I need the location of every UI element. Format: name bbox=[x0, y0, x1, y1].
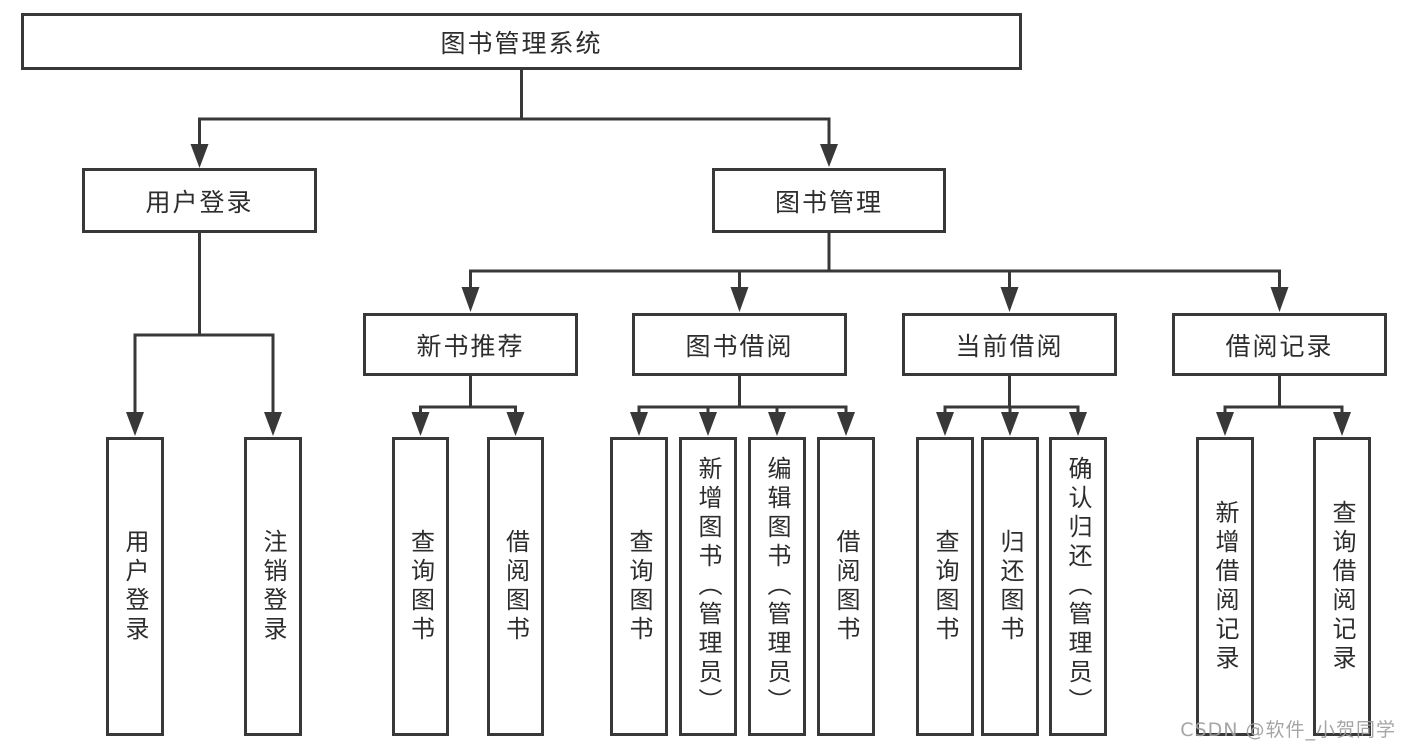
leaf-query-books-current: 查询图书 bbox=[916, 437, 974, 736]
leaf-add-book-admin: 新增图书（管理员） bbox=[679, 437, 737, 736]
node-book-management-module: 图书管理 bbox=[712, 168, 946, 233]
leaf-add-borrow-record: 新增借阅记录 bbox=[1196, 437, 1254, 736]
leaf-borrow-books-recommend: 借阅图书 bbox=[487, 437, 544, 736]
leaf-edit-book-admin: 编辑图书（管理员） bbox=[748, 437, 806, 736]
node-user-login-module: 用户登录 bbox=[82, 168, 317, 233]
leaf-confirm-return-admin: 确认归还（管理员） bbox=[1049, 437, 1107, 736]
leaf-user-login: 用户登录 bbox=[106, 437, 164, 736]
leaf-query-borrow-record: 查询借阅记录 bbox=[1313, 437, 1371, 736]
leaf-return-book: 归还图书 bbox=[981, 437, 1039, 736]
node-borrow-records: 借阅记录 bbox=[1172, 313, 1387, 376]
leaf-borrow-books: 借阅图书 bbox=[817, 437, 875, 736]
node-book-borrow: 图书借阅 bbox=[632, 313, 847, 376]
node-current-borrow: 当前借阅 bbox=[902, 313, 1117, 376]
leaf-logout: 注销登录 bbox=[244, 437, 302, 736]
leaf-query-books-borrow: 查询图书 bbox=[610, 437, 668, 736]
leaf-query-books-recommend: 查询图书 bbox=[392, 437, 449, 736]
node-root-library-system: 图书管理系统 bbox=[21, 13, 1022, 70]
csdn-watermark: CSDN @软件_小贺同学 bbox=[1180, 719, 1396, 741]
node-new-book-recommend: 新书推荐 bbox=[363, 313, 578, 376]
